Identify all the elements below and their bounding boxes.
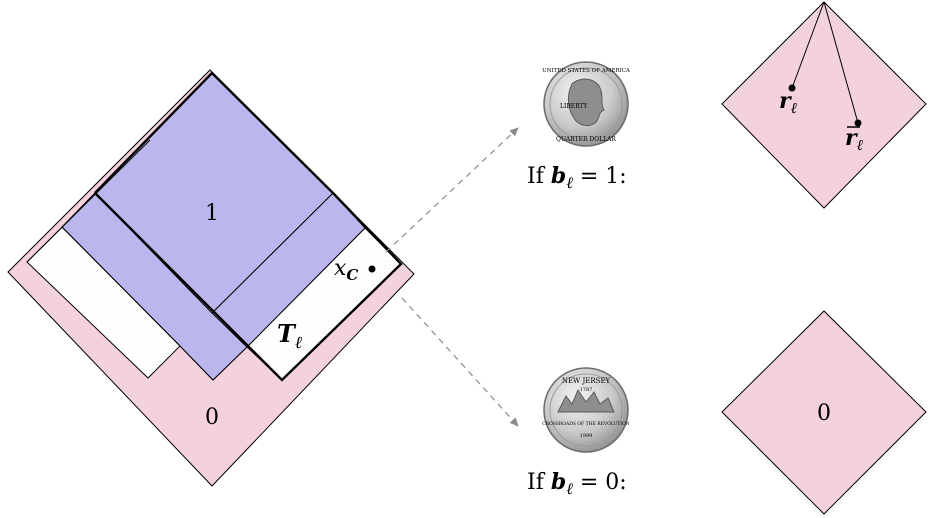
- label-r: rℓ: [779, 88, 797, 117]
- label-rbar-sub: ℓ: [857, 136, 863, 154]
- arrow-to-heads: [385, 127, 519, 253]
- caption-tails-sub: ℓ: [566, 479, 573, 498]
- tile-label-sub: ℓ: [295, 333, 302, 353]
- point-label-main: x: [334, 256, 347, 281]
- coin-heads-motto: LIBERTY: [560, 103, 589, 110]
- tile-label: Tℓ: [277, 319, 302, 353]
- tile-outline-bottom: [94, 192, 403, 382]
- coin-tails-year: 1787: [580, 387, 593, 393]
- divider-line-a: [61, 226, 181, 347]
- heads-diamond: rℓ rℓ: [721, 1, 927, 209]
- caption-heads-value: = 1:: [573, 164, 627, 189]
- caption-tails-value: = 0:: [573, 470, 627, 495]
- tile-outline: [94, 71, 334, 194]
- point-r: [788, 84, 796, 92]
- point-label-sub: C: [346, 266, 358, 284]
- coin-heads: LIBERTY UNITED STATES OF AMERICA QUARTER…: [542, 61, 631, 147]
- caption-tails-var: b: [551, 469, 566, 495]
- caption-heads: If bℓ = 1:: [527, 163, 627, 192]
- ray-to-rbar: [823, 1, 859, 124]
- region-zero-label: 0: [205, 405, 219, 430]
- caption-heads-var: b: [551, 163, 566, 189]
- tails-diamond: 0: [721, 310, 927, 515]
- label-rbar: rℓ: [845, 125, 863, 154]
- coin-tails-date: 1999: [580, 433, 593, 439]
- ray-to-r: [791, 1, 825, 89]
- label-r-sub: ℓ: [791, 99, 797, 117]
- label-r-main: r: [779, 88, 792, 114]
- left-diagram: 1 0 Tℓ xC: [7, 69, 415, 487]
- coin-heads-bottom: QUARTER DOLLAR: [556, 136, 616, 143]
- caption-tails-prefix: If: [527, 470, 551, 495]
- caption-heads-sub: ℓ: [566, 173, 573, 192]
- coin-tails-bottom: CROSSROADS OF THE REVOLUTION: [542, 421, 629, 427]
- region-one-label: 1: [205, 201, 219, 226]
- caption-tails: If bℓ = 0:: [527, 469, 627, 498]
- coin-heads-rim: UNITED STATES OF AMERICA: [542, 68, 631, 74]
- label-rbar-main: r: [845, 125, 858, 151]
- boat-crossing-icon: [557, 388, 615, 413]
- tile-label-main: T: [277, 319, 297, 348]
- divider-line-b: [26, 139, 151, 263]
- caption-heads-prefix: If: [527, 164, 551, 189]
- point-rbar: [854, 119, 862, 127]
- coin-tails-rim: NEW JERSEY: [562, 377, 611, 385]
- tails-diamond-label: 0: [817, 401, 831, 426]
- point-label: xC: [334, 256, 358, 284]
- point-xc: [368, 265, 376, 273]
- washington-profile-icon: [567, 78, 605, 126]
- coin-tails: NEW JERSEY 1787 CROSSROADS OF THE REVOLU…: [542, 367, 630, 453]
- arrow-to-tails: [401, 297, 519, 427]
